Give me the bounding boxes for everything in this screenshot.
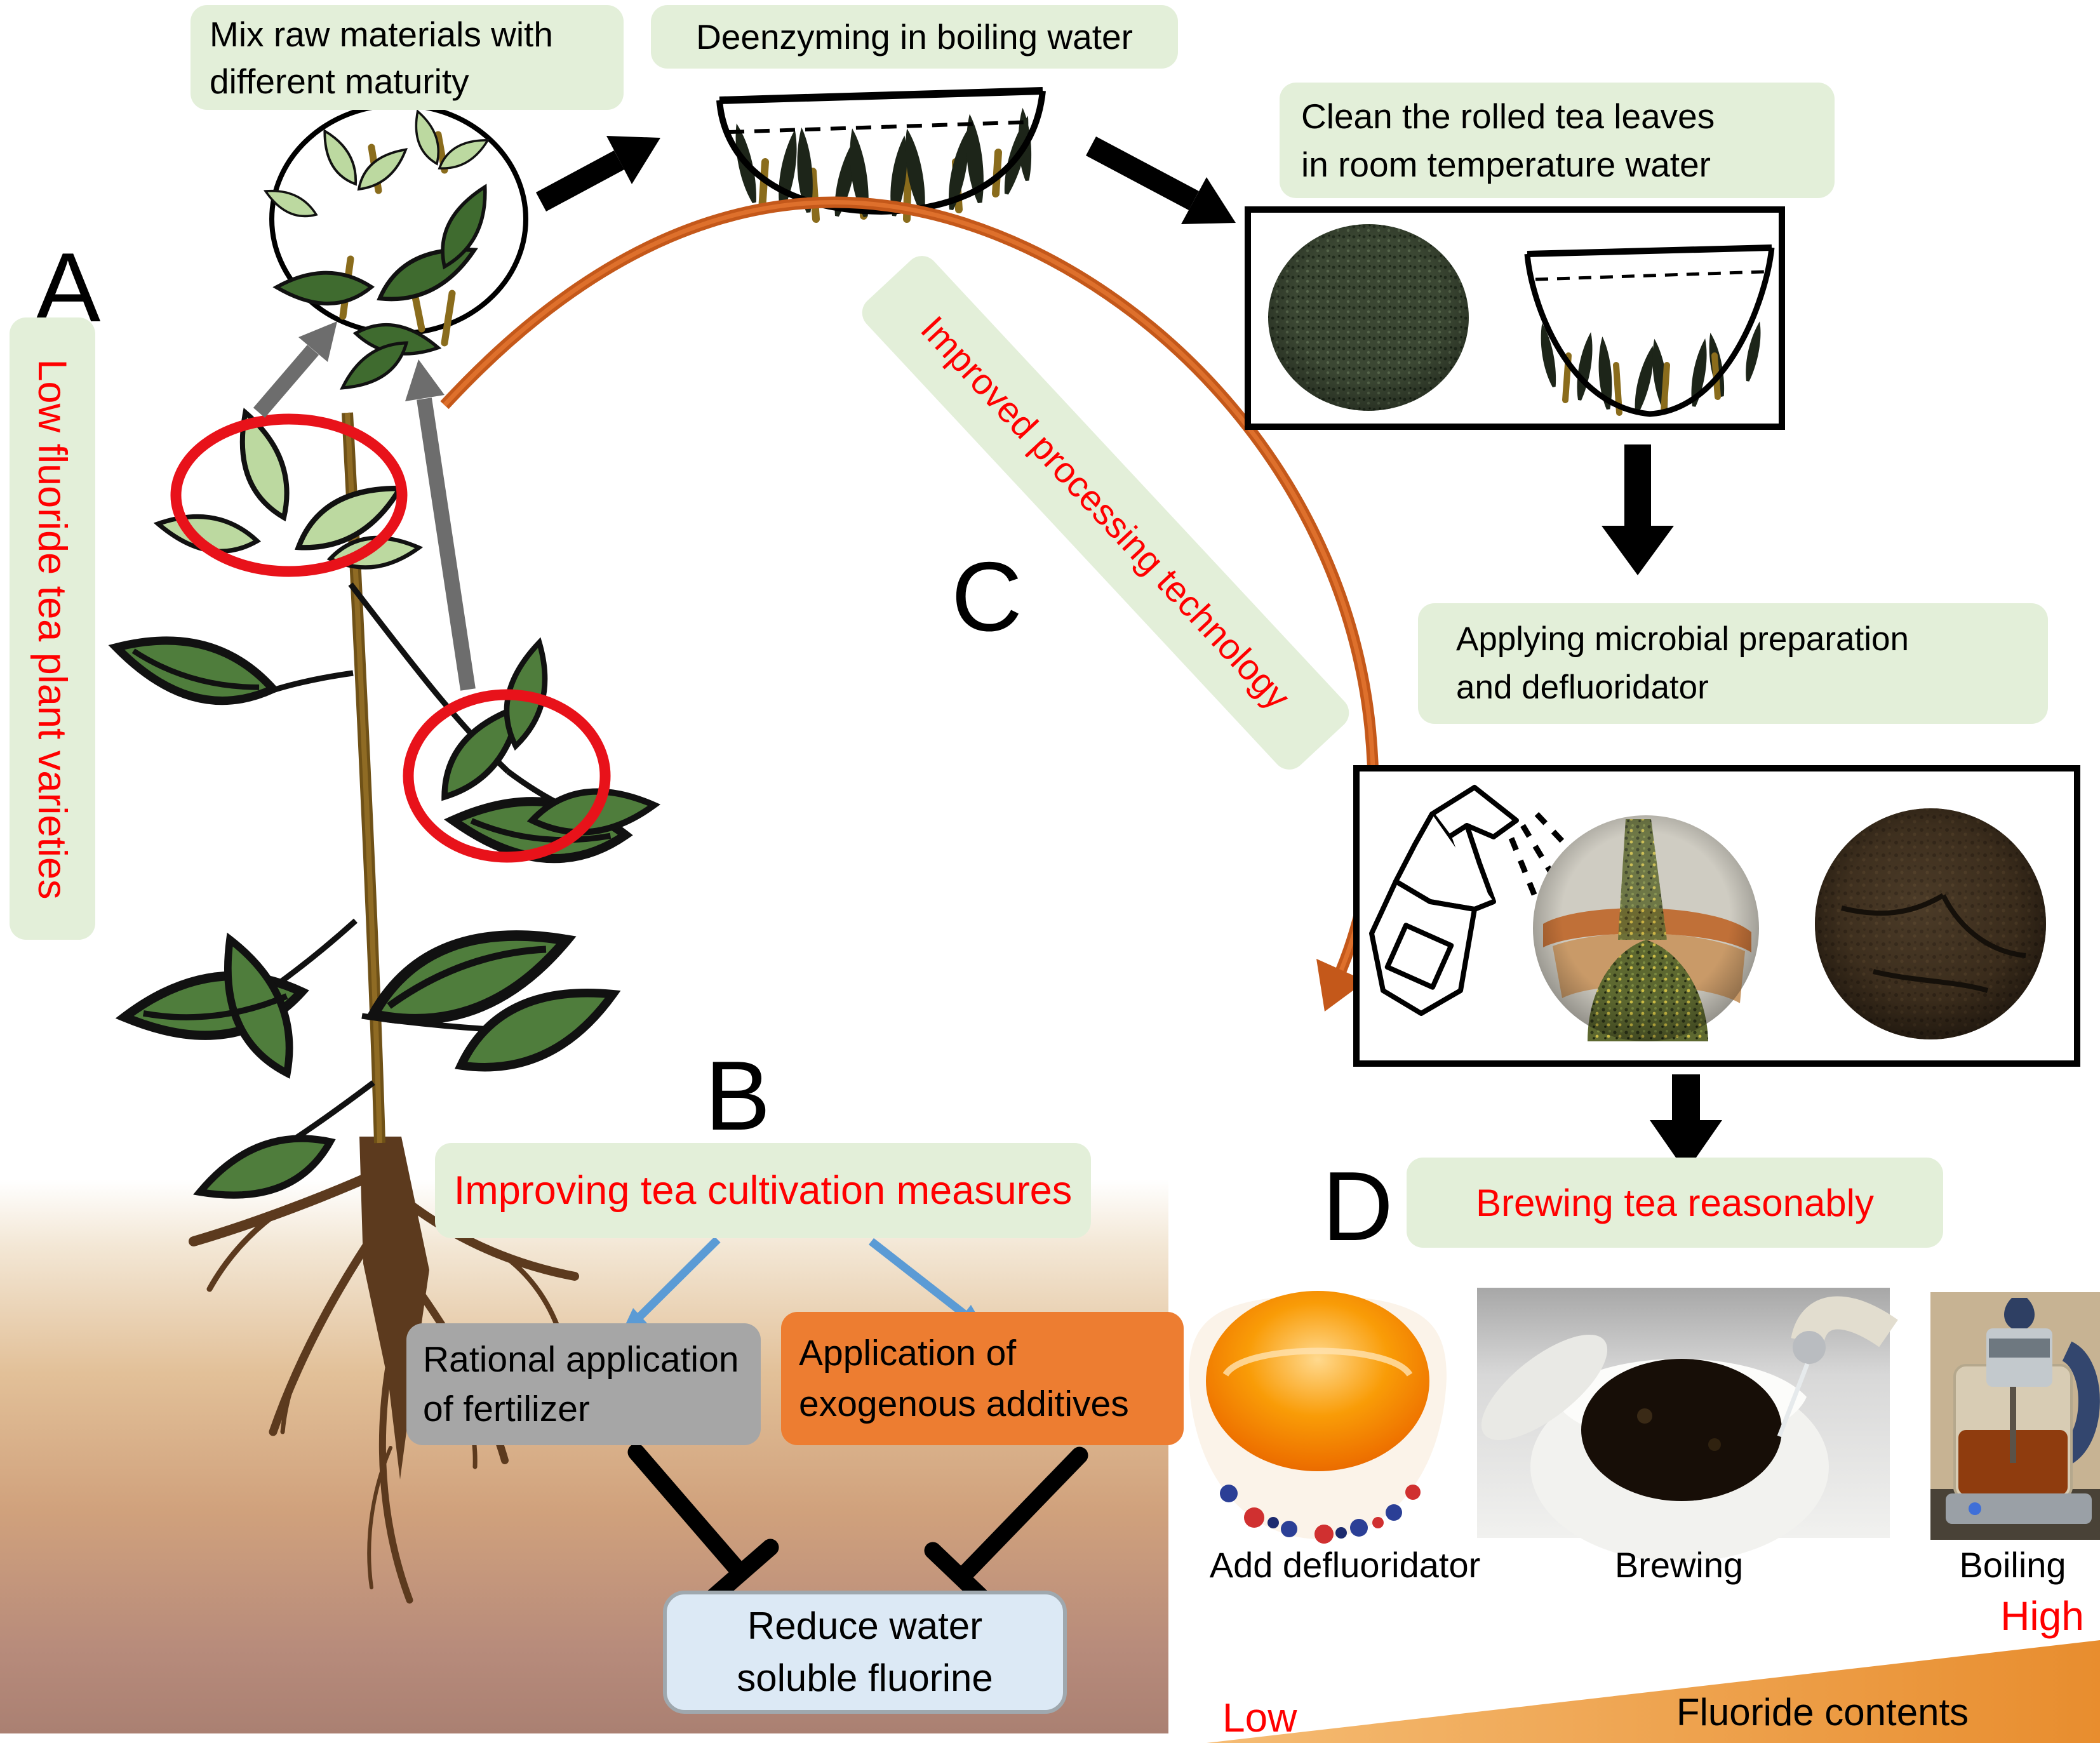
- rinse-bowl-icon: [1524, 244, 1775, 417]
- cultivation-box: Improving tea cultivation measures: [435, 1143, 1091, 1238]
- water-level-dashed-line: [728, 120, 1034, 134]
- gray-arrow-mature-shoot: [405, 359, 476, 691]
- variety-box: [10, 317, 95, 940]
- clean-step-panel: [1245, 206, 1785, 430]
- gray-arrow-young-shoot: [253, 321, 337, 418]
- clean-step-box: Clean the rolled tea leaves in room temp…: [1280, 83, 1835, 198]
- section-label-b: B: [705, 1041, 771, 1151]
- fluoride-contents-label: Fluoride contents: [1676, 1691, 1969, 1733]
- applying-step-panel: [1353, 765, 2080, 1067]
- arrow-mix-to-deenzyming: [535, 136, 660, 211]
- variety-label: Low fluoride tea plant varieties: [30, 359, 74, 900]
- additives-line1: Application of: [799, 1333, 1017, 1373]
- brewing-reasonably-label: Brewing tea reasonably: [1475, 1181, 1875, 1224]
- down-arrow-applying-to-brewing: [1650, 1074, 1722, 1172]
- spray-bottle-icon: [1369, 785, 1519, 1016]
- caption-brewing: Brewing: [1614, 1545, 1744, 1585]
- scale-high-label: High: [2000, 1593, 2084, 1639]
- mix-step-line2: different maturity: [210, 61, 469, 101]
- water-stream: [1777, 1363, 1810, 1438]
- cup-floral-pattern: [1220, 1485, 1421, 1544]
- deenzyming-step-label: Deenzyming in boiling water: [696, 17, 1133, 57]
- tea-plant-icon: [112, 410, 655, 1604]
- additives-line2: exogenous additives: [799, 1384, 1129, 1424]
- microbial-application-photo: [1533, 815, 1759, 1041]
- leaf-mix-circle-icon: [262, 102, 528, 392]
- gaiwan-brewing-photo: [1477, 1288, 1898, 1562]
- reduce-fluorine-box: Reduce water soluble fluorine: [663, 1591, 1067, 1714]
- brewing-reasonably-box: Brewing tea reasonably: [1407, 1158, 1943, 1248]
- blue-arrow-to-fertilizer: [620, 1236, 721, 1337]
- boiling-bowl-icon: [716, 87, 1046, 223]
- kettle-handle: [2059, 1341, 2100, 1465]
- clean-step-line2: in room temperature water: [1301, 145, 1711, 184]
- inhibition-arrow-additives: [924, 1446, 1088, 1614]
- fertilizer-line1: Rational application: [423, 1339, 739, 1380]
- scale-low-label: Low: [1222, 1695, 1297, 1740]
- applying-step-line1: Applying microbial preparation: [1456, 620, 1909, 658]
- taproot-icon: [359, 1137, 429, 1479]
- kettle-boiling-photo: [1930, 1292, 2100, 1540]
- inhibition-arrow-fertilizer: [627, 1443, 779, 1608]
- caption-add-defluoridator: Add defluoridator: [1209, 1545, 1481, 1585]
- additives-box: Application of exogenous additives: [781, 1312, 1184, 1445]
- deenzyming-step-box: Deenzyming in boiling water: [651, 5, 1178, 69]
- cultivation-label: Improving tea cultivation measures: [453, 1168, 1073, 1213]
- reduce-line2: soluble fluorine: [737, 1657, 993, 1699]
- red-circle-young-shoot: [170, 413, 408, 577]
- mix-step-line1: Mix raw materials with: [210, 14, 553, 54]
- section-label-c: C: [951, 542, 1022, 651]
- arrow-deenzyming-to-clean: [1086, 136, 1236, 224]
- young-shoot-icon: [156, 410, 420, 575]
- down-arrow-clean-to-applying: [1602, 444, 1674, 575]
- caption-boiling: Boiling: [1959, 1545, 2066, 1585]
- fluoride-gradient-triangle: [1207, 1640, 2100, 1743]
- reduce-line1: Reduce water: [747, 1605, 983, 1647]
- applying-step-line2: and defluoridator: [1456, 669, 1709, 706]
- fertilizer-box: Rational application of fertilizer: [406, 1323, 761, 1445]
- tea-cup-photo: [1189, 1291, 1447, 1544]
- fertilizer-line2: of fertilizer: [423, 1389, 590, 1429]
- red-circle-mature-shoot: [403, 689, 611, 863]
- mix-step-box: Mix raw materials with different maturit…: [191, 5, 624, 110]
- applying-step-box: Applying microbial preparation and deflu…: [1418, 603, 2048, 724]
- clean-step-line1: Clean the rolled tea leaves: [1301, 97, 1715, 136]
- section-label-d: D: [1322, 1151, 1393, 1261]
- compressed-tea-photo: [1815, 808, 2046, 1039]
